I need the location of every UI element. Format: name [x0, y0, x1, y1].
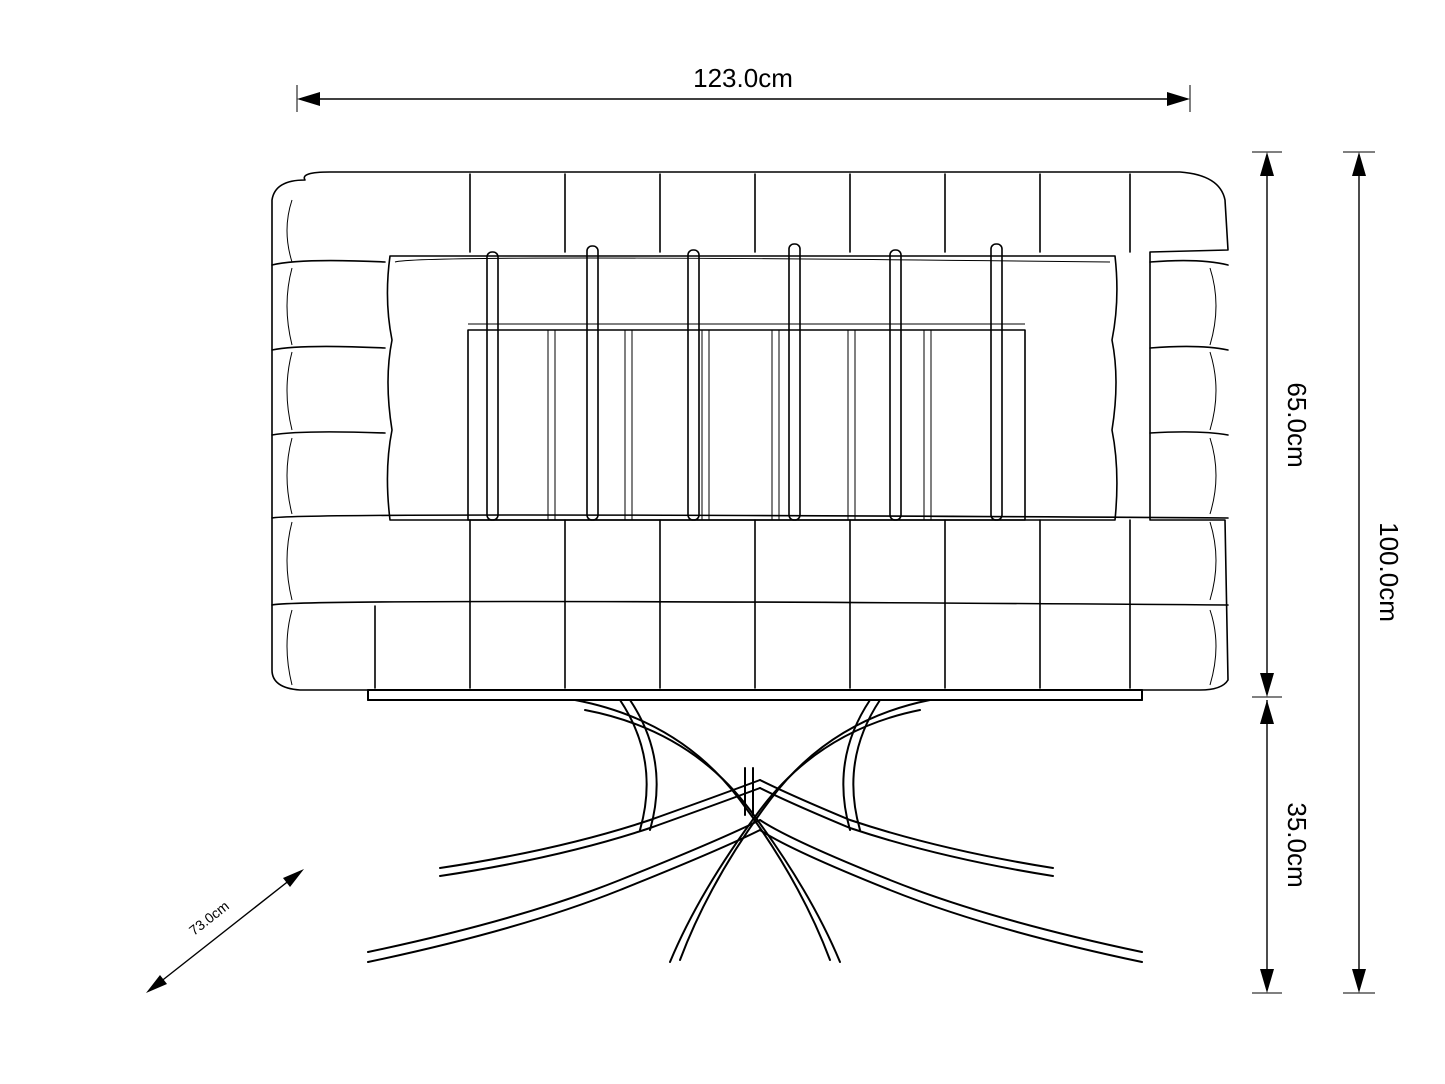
base-height-label: 35.0cm [1282, 802, 1312, 887]
seat-height-dimension: 65.0cm [1252, 151, 1312, 698]
top-tufts [469, 173, 1131, 253]
total-height-label: 100.0cm [1374, 522, 1404, 622]
depth-dimension: 73.0cm [146, 869, 304, 993]
tuft-rows [271, 199, 1229, 686]
depth-label: 73.0cm [186, 898, 232, 939]
width-label: 123.0cm [693, 63, 793, 93]
total-height-dimension: 100.0cm [1343, 151, 1404, 994]
bottom-tufts [374, 519, 1131, 689]
seat-cushion [386, 255, 1118, 521]
inner-panel-slats [547, 330, 932, 520]
tufted-bench-with-x-frame-icon [271, 171, 1229, 963]
width-dimension: 123.0cm [296, 63, 1191, 112]
seat-height-label: 65.0cm [1282, 382, 1312, 467]
x-frame-base [367, 689, 1143, 963]
back-rods [486, 243, 1003, 521]
inner-panel [467, 329, 1026, 521]
base-height-dimension: 35.0cm [1252, 700, 1312, 994]
